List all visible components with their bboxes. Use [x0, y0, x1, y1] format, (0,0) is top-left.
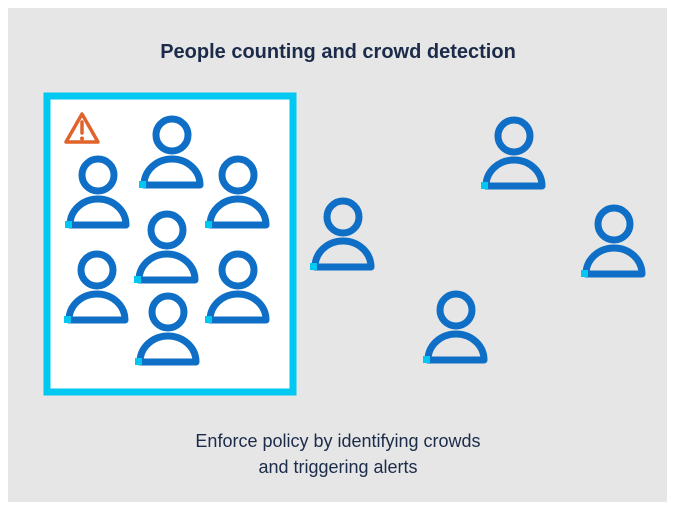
caption-line-1: Enforce policy by identifying crowds [195, 431, 481, 451]
person-icon [481, 120, 542, 189]
person-icon [423, 294, 484, 363]
diagram-title: People counting and crowd detection [160, 41, 516, 63]
diagram-caption: Enforce policy by identifying crowds and… [0, 428, 676, 480]
person-icon [310, 201, 371, 270]
caption-line-2: and triggering alerts [258, 457, 418, 477]
warning-triangle-icon [64, 112, 100, 144]
person-icon [581, 208, 642, 277]
